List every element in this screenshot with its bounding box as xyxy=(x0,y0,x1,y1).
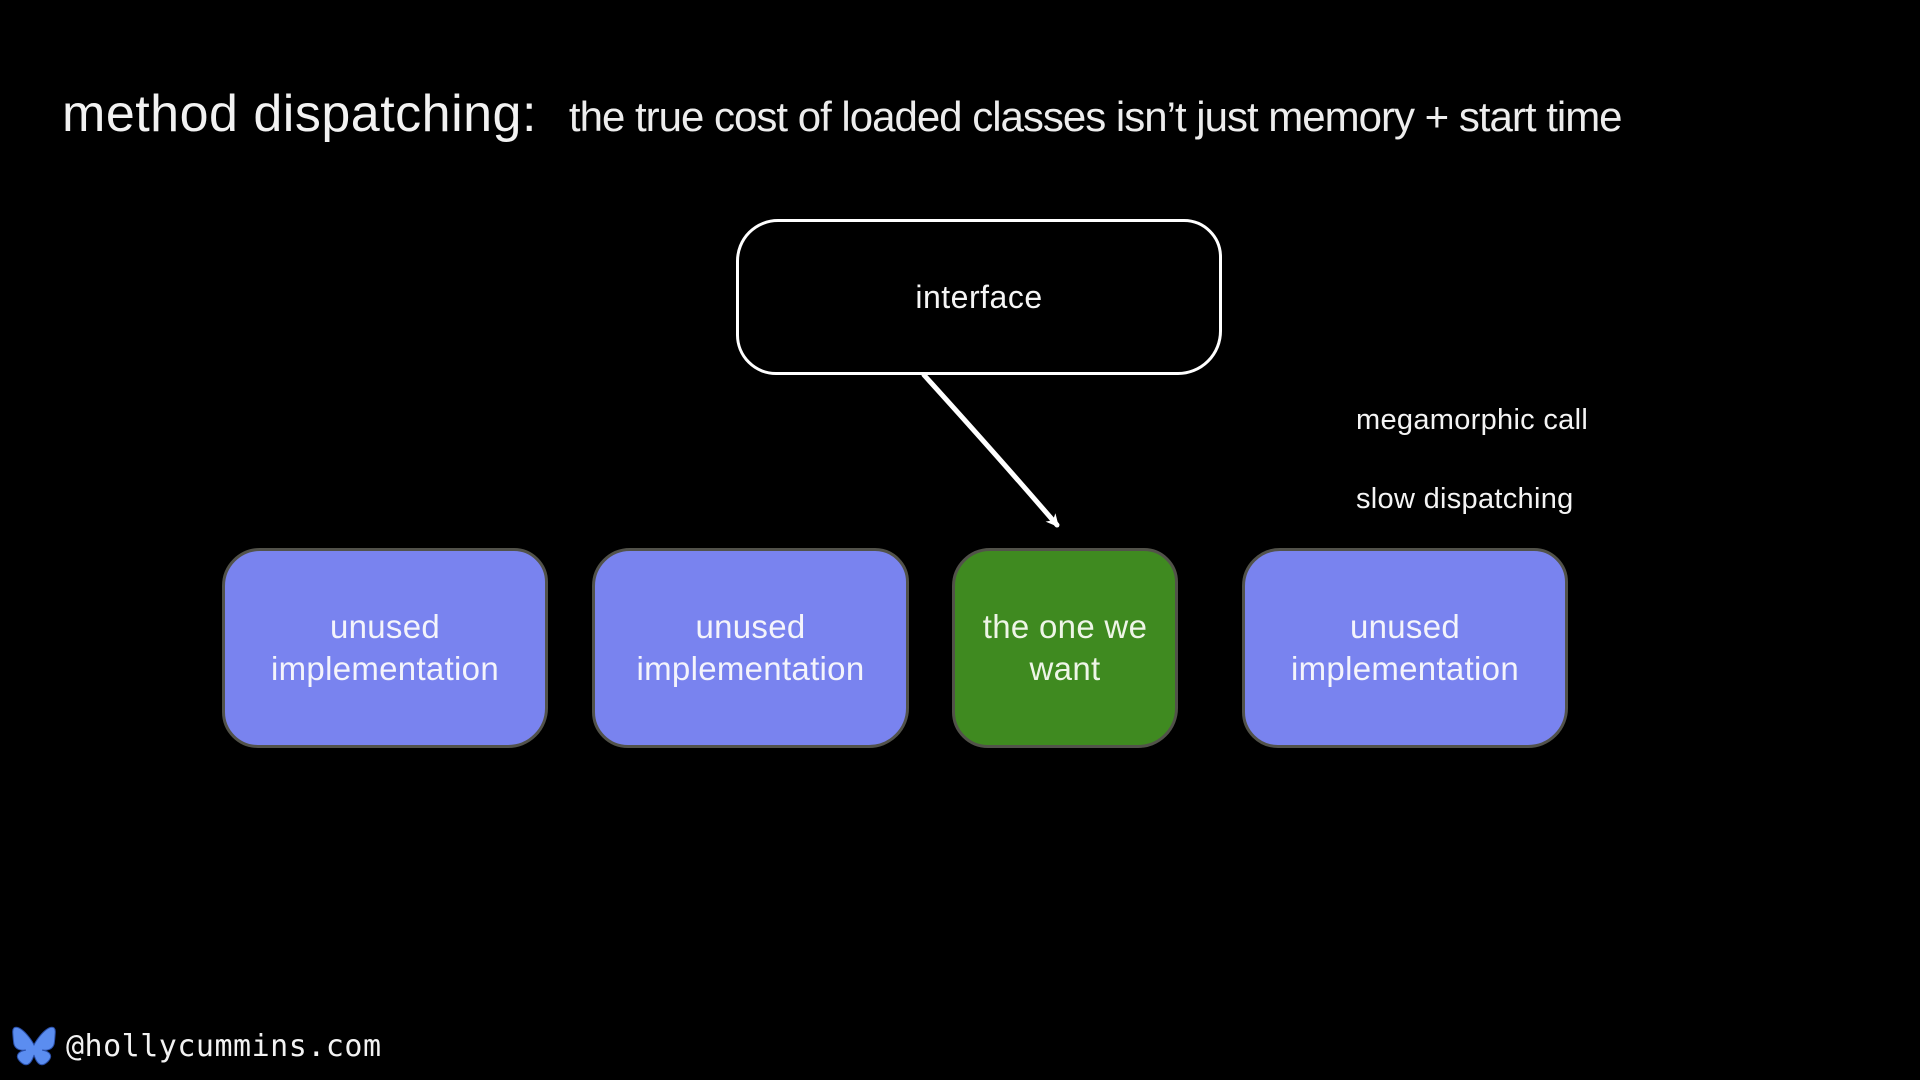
implementation-box-label: the one we xyxy=(982,608,1148,645)
implementation-box-label: want xyxy=(1029,650,1101,687)
implementation-box-unused-1: unused implementation xyxy=(222,548,548,748)
dispatch-arrow-icon xyxy=(921,372,1060,528)
annotation-megamorphic-call: megamorphic call xyxy=(1356,404,1589,436)
implementation-box-unused-3: unused implementation xyxy=(1242,548,1568,748)
title-topic: method dispatching: xyxy=(62,85,537,143)
slide-title: method dispatching: the true cost of loa… xyxy=(62,84,1623,144)
implementation-box-selected: the one we want xyxy=(952,548,1178,748)
interface-box: interface xyxy=(736,219,1222,375)
implementation-box-label: unused xyxy=(1349,608,1461,645)
implementation-box-label: unused xyxy=(695,608,806,645)
title-subtitle: the true cost of loaded classes isn’t ju… xyxy=(568,93,1623,140)
interface-box-label: interface xyxy=(915,278,1043,315)
implementation-box-label: implementation xyxy=(636,650,865,687)
implementation-box-label: implementation xyxy=(1291,650,1519,687)
implementation-box-label: implementation xyxy=(271,650,499,687)
annotation-slow-dispatching: slow dispatching xyxy=(1356,483,1574,515)
implementation-box-label: unused xyxy=(329,608,441,645)
butterfly-icon xyxy=(12,1026,56,1066)
footer: @hollycummins.com xyxy=(12,1026,382,1066)
footer-handle: @hollycummins.com xyxy=(66,1028,382,1064)
implementation-box-unused-2: unused implementation xyxy=(592,548,909,748)
